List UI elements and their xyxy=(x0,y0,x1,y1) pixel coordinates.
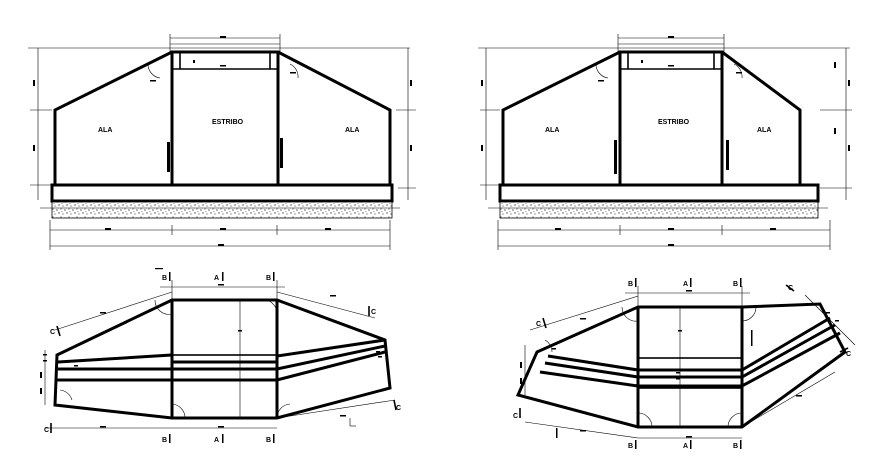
section-mark-b-top-left: B xyxy=(162,275,167,282)
wing-label-left-2: ALA xyxy=(545,127,559,134)
plan-view-left: B A B B A B C C C C xyxy=(40,268,401,444)
abutment-label: ESTRIBO xyxy=(212,119,244,126)
section-mark-b-top-left-2: B xyxy=(628,281,633,288)
section-mark-b-top-right-2: B xyxy=(733,281,738,288)
wing-label-left: ALA xyxy=(98,127,112,134)
section-mark-b-bottom-left-2: B xyxy=(628,443,633,450)
section-mark-a-top: A xyxy=(214,275,219,282)
wing-label-right-2: ALA xyxy=(757,127,771,134)
abutment-label-2: ESTRIBO xyxy=(658,119,690,126)
section-mark-b-bottom-right: B xyxy=(266,437,271,444)
section-mark-c-left-bottom-2: C xyxy=(513,413,518,420)
section-mark-b-bottom-right-2: B xyxy=(733,443,738,450)
section-mark-b-top-right: B xyxy=(266,275,271,282)
elevation-view-right: ALA ESTRIBO ALA xyxy=(478,34,852,250)
section-mark-c-left-top-2: C xyxy=(536,321,541,328)
section-mark-c-right-bottom: C xyxy=(396,405,401,412)
section-mark-c-left-bottom: C xyxy=(44,427,49,434)
section-mark-a-top-2: A xyxy=(683,281,688,288)
wing-label-right: ALA xyxy=(345,127,359,134)
section-mark-a-bottom-2: A xyxy=(683,443,688,450)
section-mark-a-bottom: A xyxy=(214,437,219,444)
section-mark-c-left-top: C xyxy=(50,329,55,336)
section-mark-c-right-top: C xyxy=(371,309,376,316)
section-mark-b-bottom-left: B xyxy=(162,437,167,444)
plan-view-right: B A B B A B C C C C xyxy=(513,278,856,450)
elevation-view-left: ALA ESTRIBO ALA xyxy=(28,34,416,250)
section-mark-c-right-bottom-2: C xyxy=(846,351,851,358)
